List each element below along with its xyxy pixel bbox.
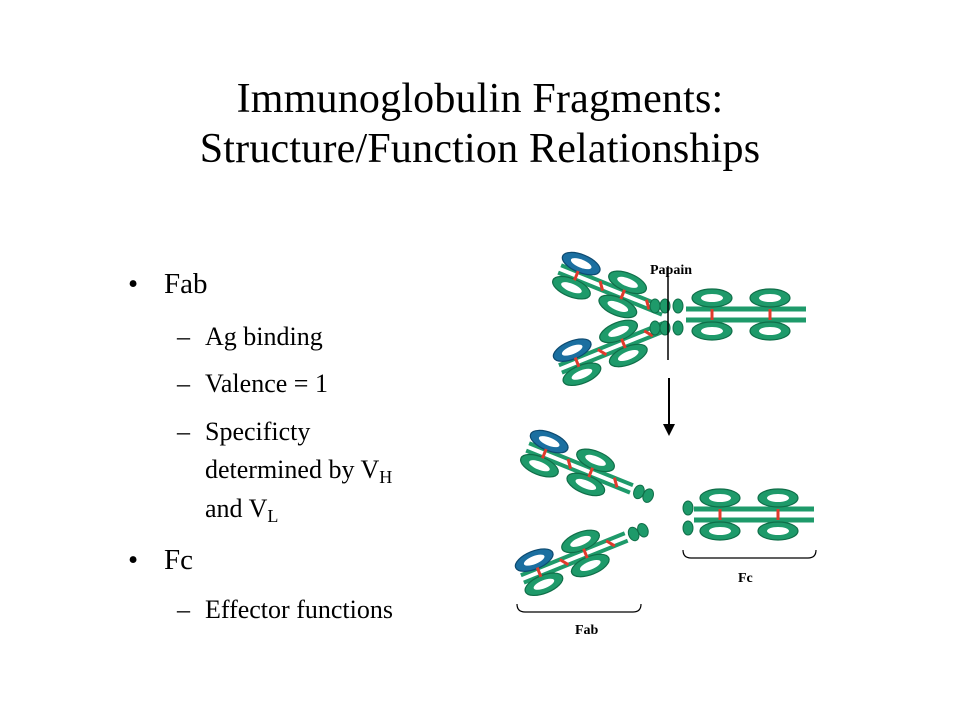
upper-fab-arm: [550, 248, 672, 332]
arrow-down-icon: [663, 378, 675, 436]
slide-title: Immunoglobulin Fragments: Structure/Func…: [0, 74, 960, 174]
fc-stem-intact: [686, 289, 806, 340]
lower-fab-arm: [550, 307, 672, 391]
papain-label: Papain: [650, 263, 692, 278]
fab-fragments: Fab: [512, 426, 656, 638]
bullet-fc-label: Fc: [164, 544, 193, 576]
fab-fragment-upper: [518, 426, 656, 518]
title-line-2: Structure/Function Relationships: [199, 126, 761, 172]
bullet-fab-label: Fab: [164, 268, 208, 300]
fab-label: Fab: [575, 623, 599, 638]
hinge-region: [649, 298, 684, 336]
intact-antibody: Papain: [550, 248, 806, 390]
fc-bracket: [682, 549, 817, 559]
bullet-dot: •: [128, 268, 139, 300]
fc-label: Fc: [738, 571, 753, 586]
title-line-1: Immunoglobulin Fragments:: [236, 76, 724, 122]
fc-fragment: Fc: [682, 489, 817, 586]
bullet-dot: •: [128, 544, 139, 576]
fab-fragment-lower: [512, 508, 651, 600]
fab-bracket: [516, 603, 642, 613]
